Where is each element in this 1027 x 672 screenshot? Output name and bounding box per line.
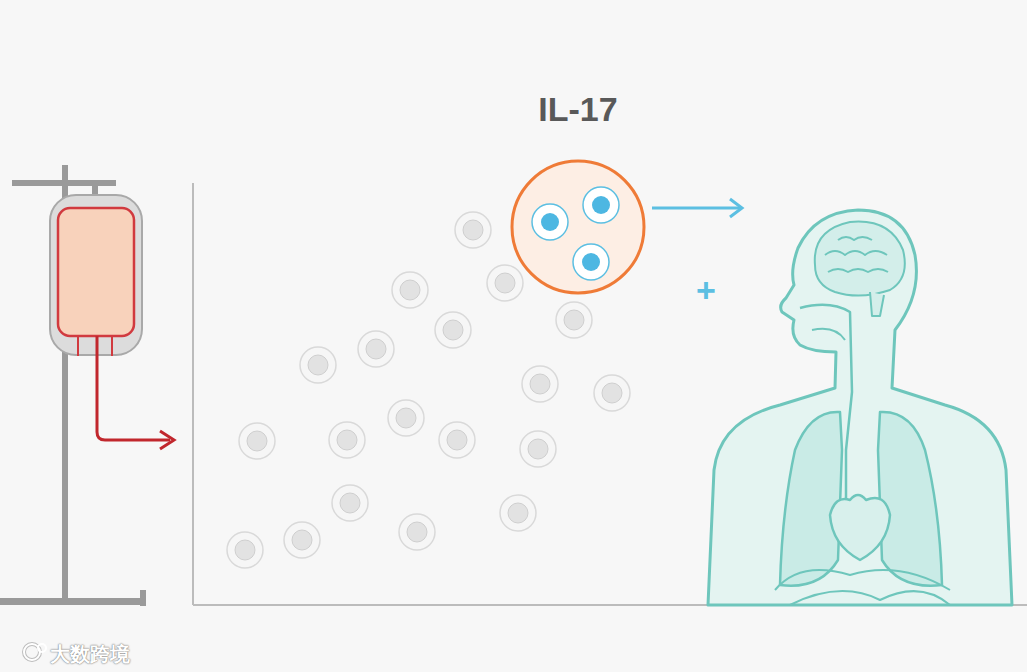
blood-bag xyxy=(50,195,174,449)
human-figure xyxy=(708,210,1012,605)
watermark-icon xyxy=(24,644,46,660)
plus-sign: + xyxy=(696,271,716,310)
watermark: 大数跨境 xyxy=(50,641,130,668)
cytokine-label: IL-17 xyxy=(538,90,617,129)
arrow xyxy=(652,199,742,217)
iv-stand xyxy=(0,165,146,606)
circle-outline xyxy=(509,158,647,296)
cell-circle: IL-17 xyxy=(509,158,647,296)
